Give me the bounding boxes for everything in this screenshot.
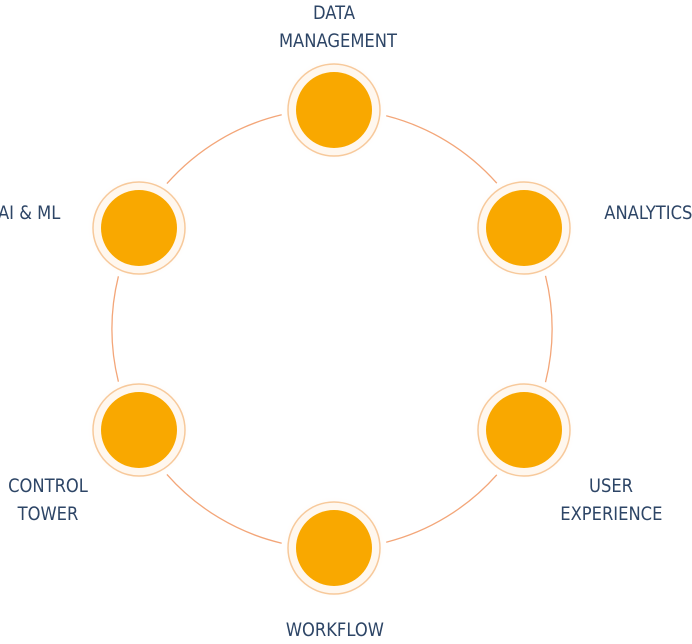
- node-core: [486, 392, 562, 468]
- node-ai-ml: [87, 176, 191, 280]
- label-analytics: ANALYTICS: [604, 199, 692, 227]
- label-control-tower: CONTROL TOWER: [7, 472, 90, 528]
- label-line: DATA: [312, 2, 356, 24]
- node-data-management: [282, 58, 386, 162]
- label-ai-ml: AI & ML: [0, 199, 63, 227]
- node-analytics: [472, 176, 576, 280]
- label-line: MANAGEMENT: [278, 30, 397, 52]
- label-line: ANALYTICS: [604, 202, 692, 224]
- diagram-nodes: [87, 58, 576, 600]
- node-core: [296, 72, 372, 148]
- label-line: TOWER: [17, 503, 79, 525]
- label-line: WORKFLOW: [285, 619, 384, 641]
- node-core: [296, 510, 372, 586]
- connector-arcs: [111, 114, 553, 544]
- connector-arc-ai-ml: [166, 114, 282, 185]
- node-core: [101, 392, 177, 468]
- label-line: USER: [588, 475, 634, 497]
- label-line: AI & ML: [0, 202, 61, 224]
- connector-arc-workflow: [166, 473, 282, 544]
- label-data-management: DATA MANAGEMENT: [278, 0, 397, 55]
- node-user-experience: [472, 378, 576, 482]
- label-workflow: WORKFLOW: [285, 616, 384, 644]
- connector-arc-user-experience: [386, 474, 498, 543]
- node-core: [486, 190, 562, 266]
- label-line: CONTROL: [8, 475, 88, 497]
- node-control-tower: [87, 378, 191, 482]
- connector-arc-control-tower: [111, 276, 120, 382]
- connector-arc-analytics: [544, 275, 553, 383]
- label-user-experience: USER EXPERIENCE: [560, 472, 663, 528]
- connector-arc-data-management: [386, 115, 498, 184]
- label-line: EXPERIENCE: [560, 503, 663, 525]
- node-workflow: [282, 496, 386, 600]
- node-core: [101, 190, 177, 266]
